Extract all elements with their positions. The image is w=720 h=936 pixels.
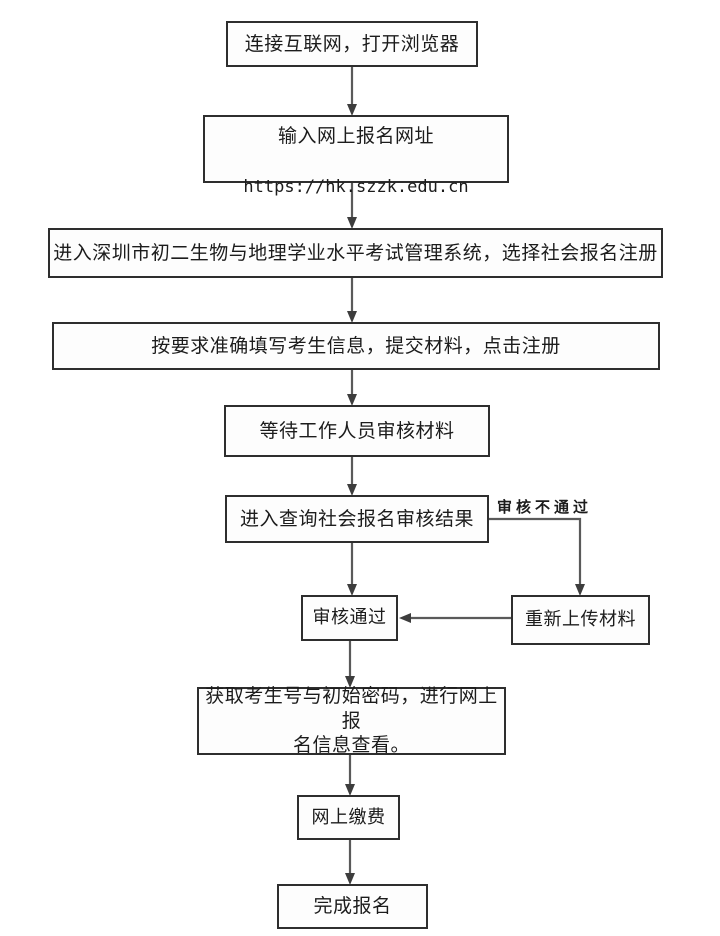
node-online-payment[interactable]: 网上缴费 — [297, 795, 400, 840]
node-enter-url[interactable]: 输入网上报名网址 https://hk.szzk.edu.cn — [203, 115, 509, 197]
node-reupload-materials[interactable]: 重新上传材料 — [511, 595, 650, 645]
node-finish-registration[interactable]: 完成报名 — [277, 884, 428, 929]
node-get-account-label: 获取考生号与初始密码，进行网上报 名信息查看。 — [205, 684, 498, 757]
node-review-passed[interactable]: 审核通过 — [301, 595, 398, 641]
arrowhead-icon — [399, 613, 411, 623]
node-connect-internet-label: 连接互联网，打开浏览器 — [244, 32, 460, 55]
node-connect-internet[interactable]: 连接互联网，打开浏览器 — [226, 21, 478, 67]
node-enter-system-label: 进入深圳市初二生物与地理学业水平考试管理系统，选择社会报名注册 — [53, 241, 658, 264]
node-query-result-label: 进入查询社会报名审核结果 — [239, 507, 474, 530]
node-fill-info[interactable]: 按要求准确填写考生信息，提交材料，点击注册 — [52, 322, 660, 370]
node-enter-url-label: 输入网上报名网址 — [277, 125, 434, 148]
node-enter-url-address: https://hk.szzk.edu.cn — [243, 176, 469, 197]
node-fill-info-label: 按要求准确填写考生信息，提交材料，点击注册 — [151, 334, 561, 357]
node-wait-review[interactable]: 等待工作人员审核材料 — [224, 405, 490, 457]
node-query-result[interactable]: 进入查询社会报名审核结果 — [225, 495, 489, 543]
node-enter-system[interactable]: 进入深圳市初二生物与地理学业水平考试管理系统，选择社会报名注册 — [48, 228, 663, 278]
node-review-passed-label: 审核通过 — [312, 607, 387, 629]
node-get-account[interactable]: 获取考生号与初始密码，进行网上报 名信息查看。 — [197, 684, 506, 757]
node-online-payment-label: 网上缴费 — [311, 806, 386, 828]
node-finish-registration-label: 完成报名 — [313, 895, 392, 918]
edge-query-to-reupload — [489, 517, 582, 588]
node-reupload-materials-label: 重新上传材料 — [525, 609, 636, 631]
edge-label-review-failed: 审核不通过 — [497, 498, 593, 516]
node-enter-url-lines: 输入网上报名网址 https://hk.szzk.edu.cn — [205, 100, 507, 199]
node-wait-review-label: 等待工作人员审核材料 — [259, 419, 455, 442]
